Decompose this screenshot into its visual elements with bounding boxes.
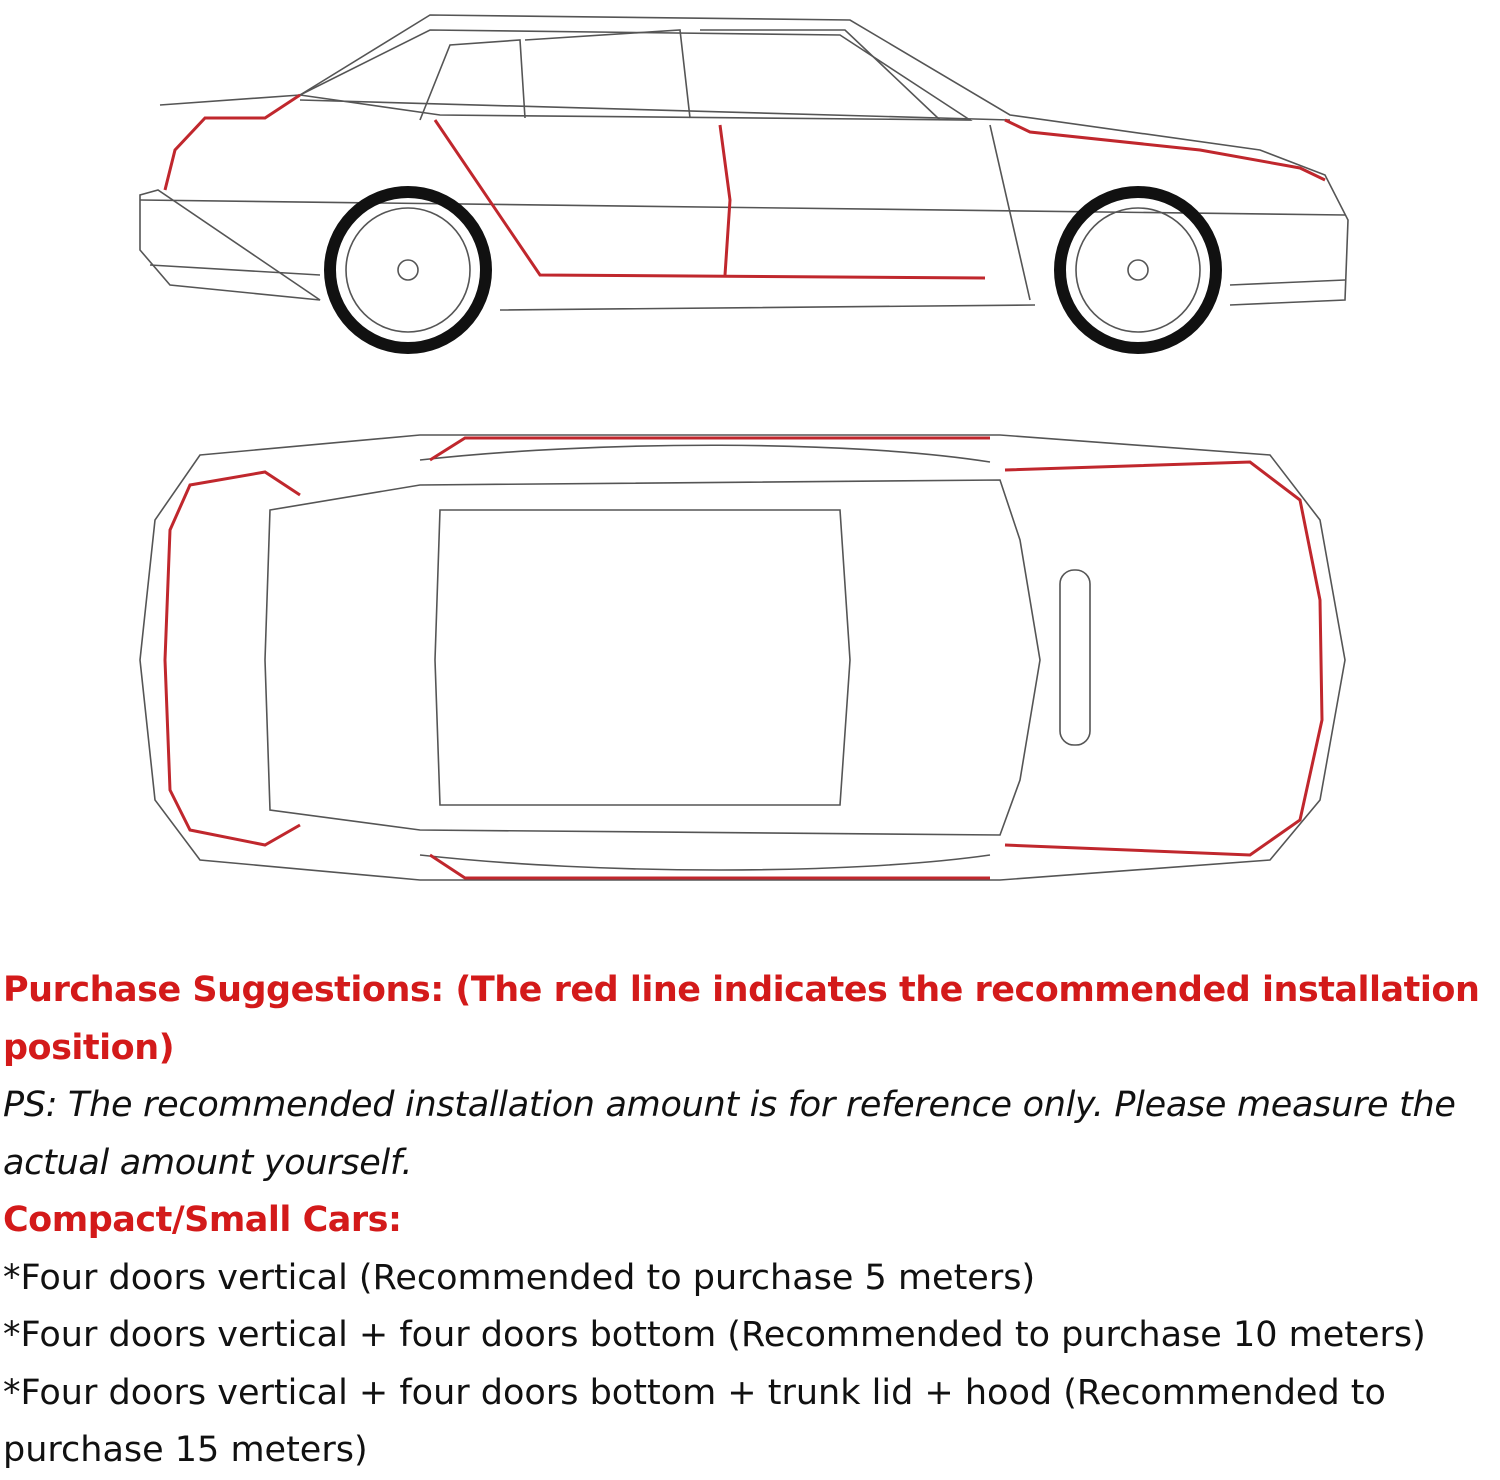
car-top-view-diagram xyxy=(139,434,1346,881)
note-line-2: actual amount yourself. xyxy=(3,1142,413,1183)
instructions-text: Purchase Suggestions: (The red line indi… xyxy=(3,962,1500,1480)
car-side-view-diagram xyxy=(139,14,1349,354)
recommendation-item: *Four doors vertical + four doors bottom… xyxy=(3,1315,1426,1355)
red-installation-lines-side xyxy=(163,93,1326,280)
heading-line-2: position) xyxy=(3,1027,175,1068)
heading-line-1: Purchase Suggestions: (The red line indi… xyxy=(3,970,1480,1010)
car-body-outline xyxy=(139,14,1349,311)
category-heading: Compact/Small Cars: xyxy=(3,1200,402,1240)
recommendation-item: *Four doors vertical + four doors bottom… xyxy=(3,1372,1386,1413)
wheel-rear xyxy=(324,186,492,354)
wheel-front xyxy=(1054,186,1222,354)
recommendation-item: *Four doors vertical (Recommended to pur… xyxy=(3,1257,1036,1298)
note-line-1: PS: The recommended installation amount … xyxy=(3,1085,1456,1125)
recommendation-item: purchase 15 meters) xyxy=(3,1430,368,1470)
car-body-outline-top xyxy=(139,434,1346,881)
red-installation-lines-top xyxy=(163,436,1324,880)
